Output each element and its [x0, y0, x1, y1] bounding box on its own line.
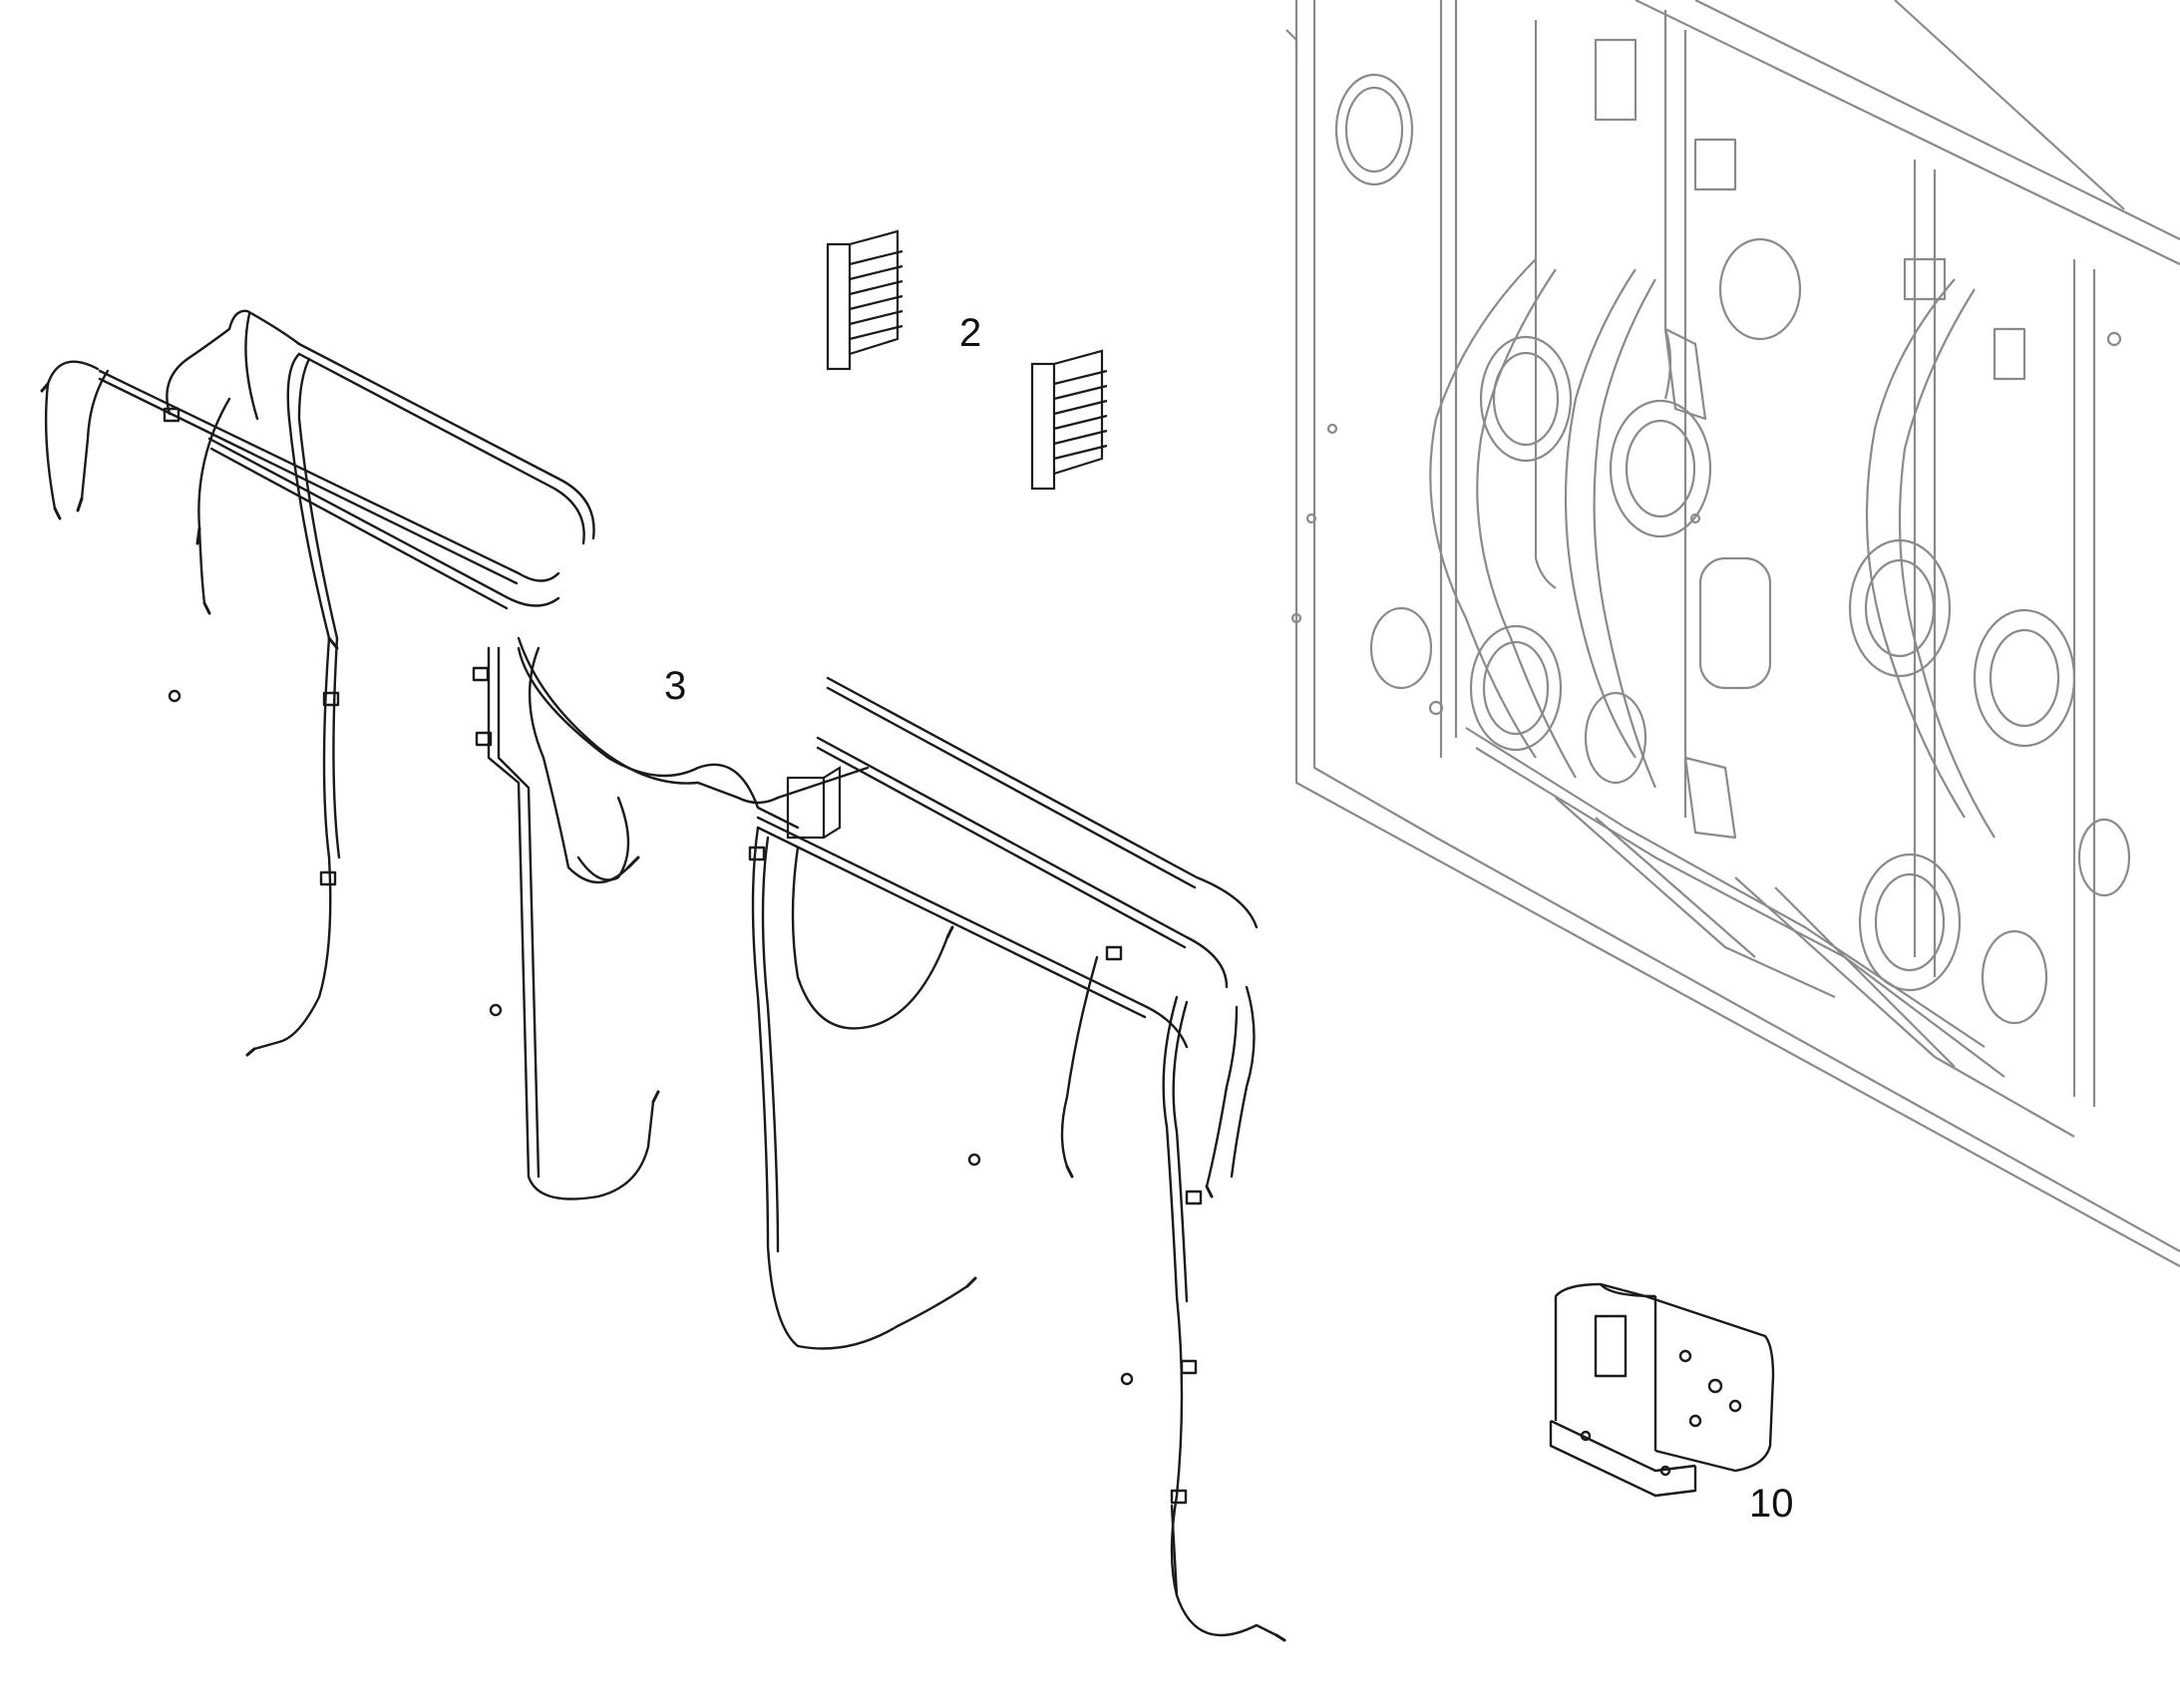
callout-label-3: 3: [664, 664, 687, 708]
callout-label-2: 2: [959, 311, 982, 355]
callout-label-10: 10: [1749, 1482, 1794, 1526]
chassis-frame: [1285, 0, 2180, 1267]
mounting-bracket: [1549, 1282, 1775, 1498]
fitting-blocks: [786, 229, 1108, 840]
hose-harness: [40, 309, 1286, 1642]
